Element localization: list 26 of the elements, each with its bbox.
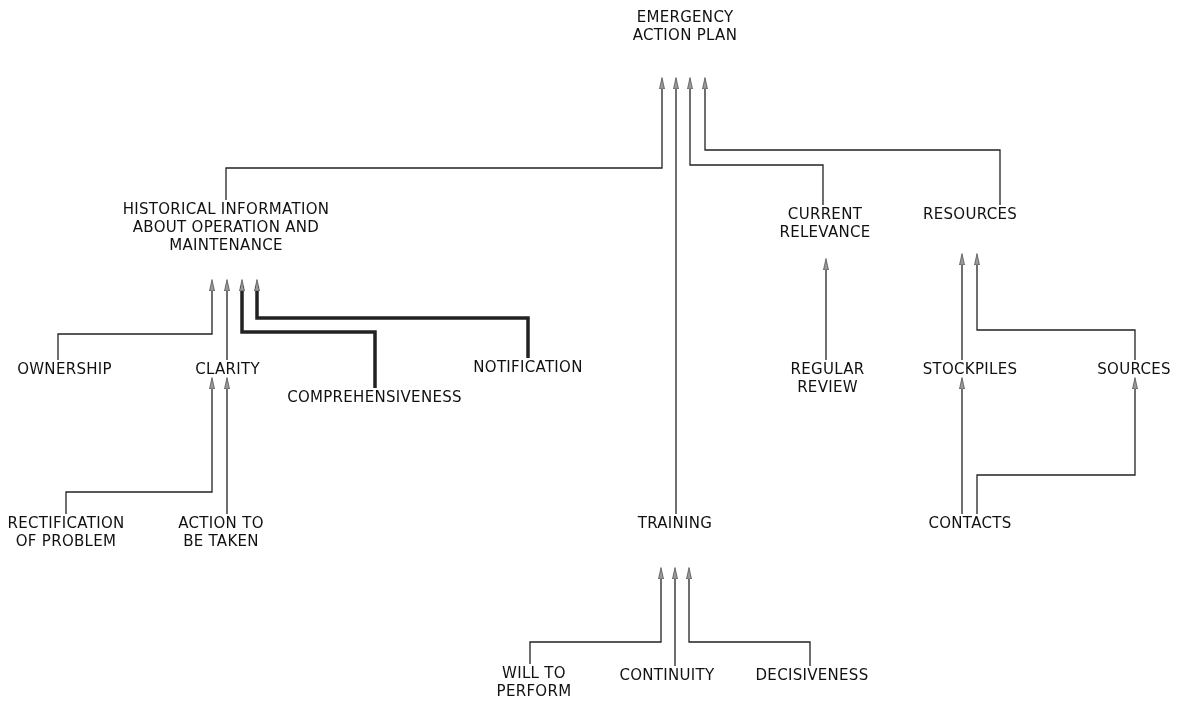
- node-label: WILL TO PERFORM: [495, 664, 573, 700]
- node-label: CLARITY: [195, 360, 260, 378]
- node-label: RECTIFICATION OF PROBLEM: [6, 514, 126, 550]
- arrow: [976, 377, 1138, 515]
- arrow: [254, 279, 530, 358]
- node-label: OWNERSHIP: [17, 360, 112, 378]
- node-label: CONTACTS: [928, 514, 1012, 532]
- node-label: DECISIVENESS: [755, 666, 869, 684]
- arrow: [224, 377, 230, 515]
- arrow: [224, 279, 230, 361]
- arrow: [239, 279, 377, 388]
- node-label: EMERGENCY ACTION PLAN: [631, 8, 739, 44]
- node-label: REGULAR REVIEW: [789, 360, 866, 396]
- node-label: ACTION TO BE TAKEN: [177, 514, 265, 550]
- node-label: CURRENT RELEVANCE: [778, 205, 872, 241]
- node-label: STOCKPILES: [922, 360, 1018, 378]
- node-label: SOURCES: [1097, 360, 1171, 378]
- arrow: [686, 567, 811, 667]
- arrow: [57, 279, 215, 361]
- arrow: [673, 77, 679, 515]
- node-label: TRAINING: [637, 514, 713, 532]
- node-label: CONTINUITY: [619, 666, 715, 684]
- node-label: NOTIFICATION: [473, 358, 583, 376]
- node-label: COMPREHENSIVENESS: [287, 388, 462, 406]
- node-label: HISTORICAL INFORMATION ABOUT OPERATION AND MAINTENANCE: [121, 200, 331, 254]
- node-label: RESOURCES: [922, 205, 1018, 223]
